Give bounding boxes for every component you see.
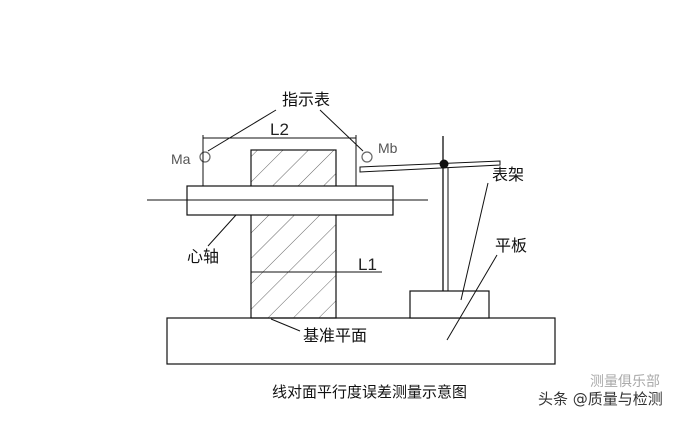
label-plate: 平板 [495, 236, 527, 255]
leader-indicator-right [319, 109, 364, 152]
label-stand: 表架 [492, 165, 524, 184]
leader-plate [446, 254, 498, 341]
watermark-source: 头条 @质量与检测 [538, 390, 663, 408]
leader-indicator-left [207, 109, 277, 152]
label-datum: 基准平面 [303, 326, 367, 345]
label-mb: Mb [378, 140, 398, 156]
leader-stand [460, 182, 489, 301]
indicator-probe-mb [361, 151, 373, 163]
indicator-probe-ma [199, 151, 211, 163]
label-shaft: 心轴 [187, 247, 219, 266]
indicator-arm [359, 160, 501, 173]
label-indicator: 指示表 [282, 90, 330, 109]
label-l1: L1 [358, 255, 377, 274]
leader-datum [270, 318, 301, 332]
datum-base-block [166, 317, 556, 365]
plate-block [409, 290, 490, 319]
figure-caption: 线对面平行度误差测量示意图 [272, 383, 467, 401]
stand-clamp [439, 159, 449, 169]
watermark-account: 测量俱乐部 [590, 374, 660, 390]
label-ma: Ma [171, 151, 191, 167]
label-l2: L2 [270, 120, 289, 139]
leader-shaft [207, 214, 237, 247]
workpiece [250, 149, 337, 319]
